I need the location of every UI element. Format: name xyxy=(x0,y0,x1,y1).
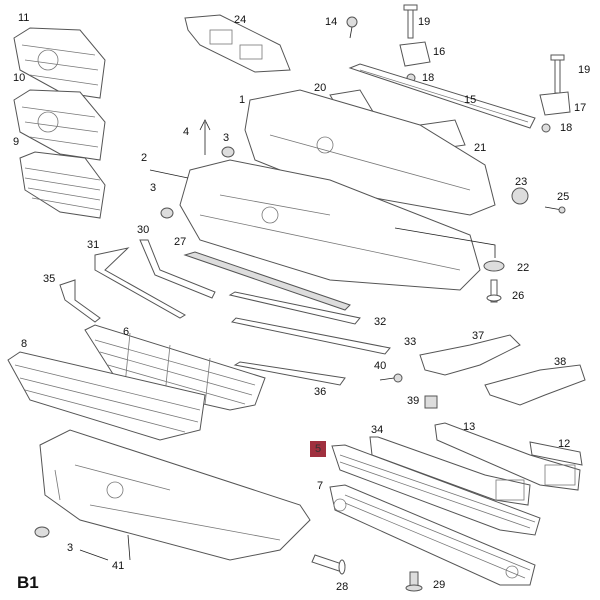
callout-23: 23 xyxy=(515,176,528,188)
callout-19: 19 xyxy=(418,16,431,28)
screw-14[interactable] xyxy=(346,16,358,39)
screw-25[interactable] xyxy=(544,206,566,214)
direction-arrow-4 xyxy=(199,119,211,155)
callout-9: 9 xyxy=(13,136,20,148)
rivet-28[interactable] xyxy=(311,554,346,575)
trim-strip-31[interactable] xyxy=(94,247,186,319)
fog-grille-10[interactable] xyxy=(13,89,106,161)
callout-13: 13 xyxy=(463,421,476,433)
clip-3a[interactable] xyxy=(221,146,235,158)
callout-18b: 18 xyxy=(560,122,573,134)
impact-bar-15[interactable] xyxy=(348,63,536,129)
callout-7: 7 xyxy=(317,480,324,492)
callout-11: 11 xyxy=(18,12,30,24)
bumper-assembly-41[interactable] xyxy=(39,429,311,561)
callout-33: 33 xyxy=(404,336,417,348)
callout-14: 14 xyxy=(325,16,338,28)
callout-3c: 3 xyxy=(67,542,74,554)
bracket-17[interactable] xyxy=(539,91,571,116)
callout-6: 6 xyxy=(123,326,130,338)
rivet-26[interactable] xyxy=(486,279,502,303)
callout-26: 26 xyxy=(512,290,525,302)
callout-31: 31 xyxy=(87,239,100,251)
callout-27: 27 xyxy=(174,236,187,248)
fog-grille-11[interactable] xyxy=(13,27,106,99)
trim-strip-33[interactable] xyxy=(230,317,391,355)
bumper-cover-1[interactable] xyxy=(244,89,496,216)
clip-3c[interactable] xyxy=(34,526,50,538)
bolt-19b[interactable] xyxy=(550,54,565,94)
callout-16: 16 xyxy=(433,46,446,58)
callout-39: 39 xyxy=(407,395,420,407)
lower-grille-5[interactable] xyxy=(331,444,541,536)
bumper-cover-2[interactable] xyxy=(179,159,481,291)
callout-5-highlighted[interactable]: 5 xyxy=(310,441,327,457)
fog-grille-9[interactable] xyxy=(19,151,106,219)
air-duct-37[interactable] xyxy=(419,334,521,376)
callout-37: 37 xyxy=(472,330,485,342)
screw-40[interactable] xyxy=(379,373,403,383)
callout-28: 28 xyxy=(336,581,349,593)
callout-35: 35 xyxy=(43,273,56,285)
callout-17: 17 xyxy=(574,102,587,114)
callout-40: 40 xyxy=(374,360,387,372)
grommet-22[interactable] xyxy=(483,260,505,272)
callout-41: 41 xyxy=(112,560,125,572)
callout-32: 32 xyxy=(374,316,387,328)
diagram-title: B1 xyxy=(17,573,39,592)
callout-36: 36 xyxy=(314,386,327,398)
air-duct-38[interactable] xyxy=(484,364,586,406)
callout-15: 15 xyxy=(464,94,477,106)
nut-18b[interactable] xyxy=(541,123,551,133)
bolt-19[interactable] xyxy=(403,4,418,39)
bracket-24[interactable] xyxy=(184,14,291,73)
trim-strip-27[interactable] xyxy=(183,251,351,311)
callout-34: 34 xyxy=(371,424,384,436)
clip-3b[interactable] xyxy=(160,207,174,219)
trim-strip-32[interactable] xyxy=(228,291,361,325)
callout-24: 24 xyxy=(234,14,247,26)
clip-39[interactable] xyxy=(424,395,438,409)
callout-12: 12 xyxy=(558,438,571,450)
callout-29: 29 xyxy=(433,579,446,591)
callout-3a: 3 xyxy=(223,132,230,144)
trim-strip-35[interactable] xyxy=(59,279,101,323)
callout-10: 10 xyxy=(13,72,26,84)
callout-25: 25 xyxy=(557,191,570,203)
trim-strip-36[interactable] xyxy=(233,361,346,386)
callout-30: 30 xyxy=(137,224,150,236)
trim-strip-13[interactable] xyxy=(434,422,581,491)
callout-4: 4 xyxy=(183,126,190,138)
callout-2: 2 xyxy=(141,152,148,164)
grille-8[interactable] xyxy=(7,351,206,441)
trim-strip-30[interactable] xyxy=(139,239,216,299)
callout-19b: 19 xyxy=(578,64,591,76)
bolt-29[interactable] xyxy=(405,571,423,592)
callout-1: 1 xyxy=(239,94,246,106)
callout-22: 22 xyxy=(517,262,530,274)
sensor-23[interactable] xyxy=(511,187,529,205)
cover-12[interactable] xyxy=(529,441,583,466)
callout-21: 21 xyxy=(474,142,487,154)
callout-18: 18 xyxy=(422,72,435,84)
callout-38: 38 xyxy=(554,356,567,368)
callout-20: 20 xyxy=(314,82,327,94)
lower-grille-7[interactable] xyxy=(329,484,536,586)
callout-3b: 3 xyxy=(150,182,157,194)
callout-8: 8 xyxy=(21,338,28,350)
bracket-16[interactable] xyxy=(399,41,431,67)
